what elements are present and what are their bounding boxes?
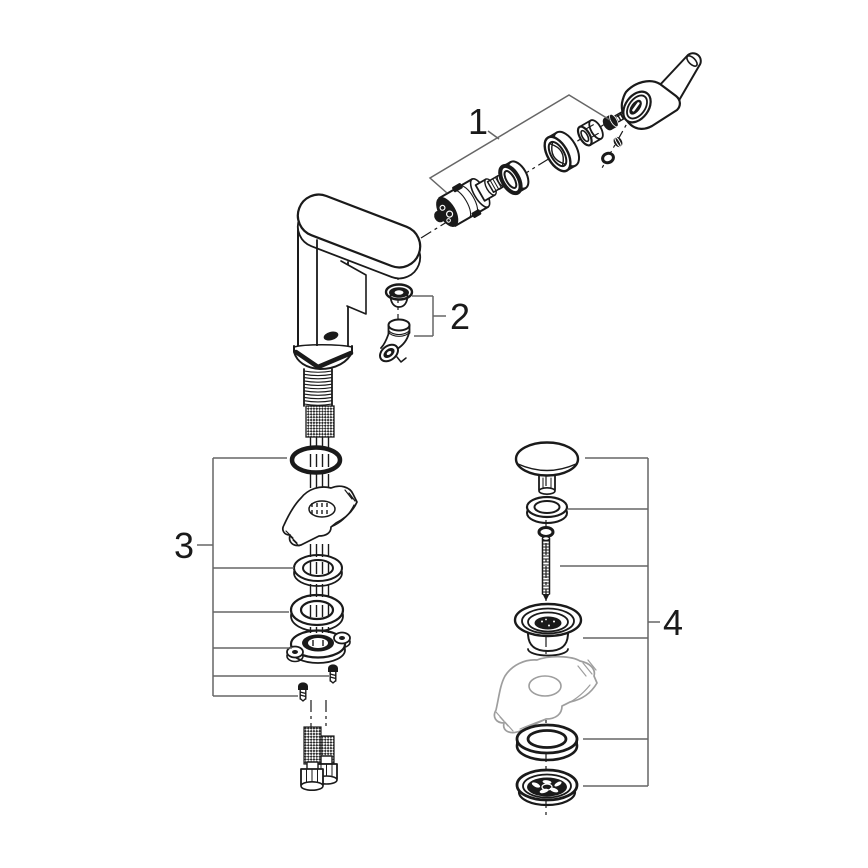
spout bbox=[296, 193, 422, 269]
handle-assembly bbox=[434, 52, 702, 227]
callout-lines bbox=[197, 94, 660, 787]
callout-2-label: 2 bbox=[450, 296, 470, 337]
mousseur bbox=[379, 318, 411, 363]
waste-nut bbox=[515, 768, 579, 807]
hose-braid-upper bbox=[305, 405, 335, 438]
threaded-shank bbox=[303, 368, 333, 407]
faucet-body bbox=[293, 193, 422, 438]
dome-ring bbox=[543, 130, 581, 173]
body-base bbox=[293, 344, 354, 370]
waste-flange bbox=[513, 602, 583, 657]
mounting-bracket bbox=[286, 629, 351, 664]
small-ring bbox=[537, 526, 555, 538]
callout-3-bracket bbox=[197, 457, 329, 697]
washer-1 bbox=[293, 554, 343, 587]
callout-2-bracket bbox=[412, 295, 446, 337]
callout-4-bracket bbox=[560, 457, 660, 787]
cone-nut bbox=[613, 136, 623, 148]
connecting-screw bbox=[541, 535, 551, 601]
aerator-assembly bbox=[379, 283, 414, 363]
callout-labels: 1 2 3 4 bbox=[174, 101, 683, 643]
callout-4-label: 4 bbox=[663, 602, 683, 643]
waste-assembly bbox=[493, 441, 598, 807]
sensor-window bbox=[323, 331, 339, 341]
handle-mouth bbox=[622, 90, 652, 124]
plug-cap bbox=[514, 441, 580, 495]
hose-connector-left bbox=[300, 761, 324, 791]
mounting-assembly bbox=[281, 437, 358, 791]
aerator-seal-ring bbox=[384, 283, 414, 308]
callout-1-bracket bbox=[428, 94, 611, 194]
sink-cutaway-top bbox=[281, 485, 358, 547]
adapter-bushing bbox=[576, 119, 604, 147]
lever-handle bbox=[620, 52, 702, 130]
sink-cutaway-bottom bbox=[493, 655, 598, 734]
retaining-ring bbox=[601, 151, 615, 165]
bracket-screw-left bbox=[298, 682, 308, 702]
callout-1-label: 1 bbox=[468, 101, 488, 142]
body-column bbox=[297, 229, 367, 354]
supply-hoses bbox=[300, 726, 338, 791]
sleeve-ring bbox=[498, 160, 530, 196]
o-ring bbox=[289, 445, 343, 475]
hose-lines bbox=[309, 437, 330, 633]
rubber-seal bbox=[515, 723, 579, 762]
bracket-screw-right bbox=[328, 664, 338, 684]
plug-washer bbox=[525, 495, 569, 524]
callout-3-label: 3 bbox=[174, 525, 194, 566]
